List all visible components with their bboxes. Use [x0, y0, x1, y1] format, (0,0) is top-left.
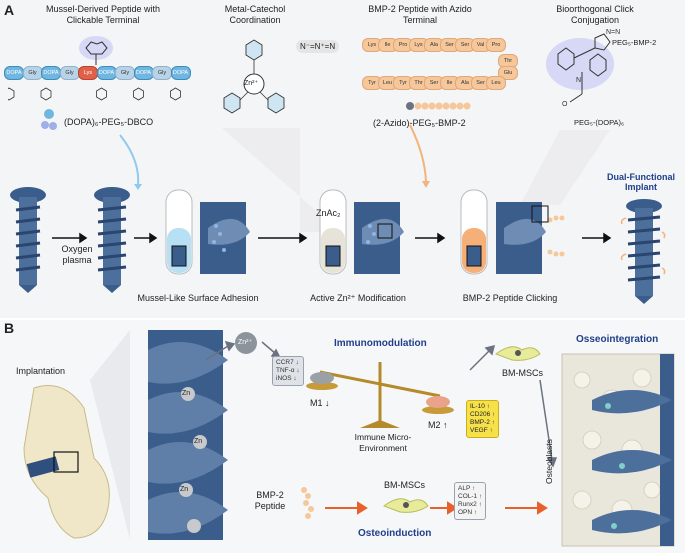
label-metal-catechol: Metal-Catechol Coordination	[224, 4, 286, 25]
osseointegration-title: Osseointegration	[576, 334, 659, 345]
svg-text:N: N	[576, 77, 581, 84]
step-label-click: BMP-2 Peptide Clicking	[462, 293, 558, 303]
tube-zinc	[319, 189, 347, 275]
step-label-adhesion: Mussel-Like Surface Adhesion	[137, 293, 259, 303]
catechol-ring-icon	[40, 87, 52, 101]
azide-label: N⁻=N⁺=N	[296, 40, 340, 53]
residue-ser: Ser	[455, 38, 475, 52]
implantation-label: Implantation	[16, 366, 66, 376]
msc-cell-top	[494, 346, 541, 361]
zn-center-label: Zn²⁺	[244, 80, 259, 87]
azido-molecule-icon	[406, 102, 471, 110]
inflammatory-markers-box: CCR7 ↓ TNF-α ↓ iNOS ↓	[272, 356, 304, 386]
thread-zoom-3	[496, 202, 565, 274]
msc-cell-bottom	[382, 498, 429, 513]
label-mussel-peptide: Mussel-Derived Peptide with Clickable Te…	[45, 4, 161, 25]
implant-cross-section	[148, 330, 228, 540]
bm-mscs-bottom-label: BM-MSCs	[384, 480, 425, 490]
funnel-arrows	[52, 124, 612, 244]
screw-plain	[10, 187, 46, 293]
marker-alp: ALP ↑	[458, 485, 476, 492]
immune-env-label: Immune Micro-Environment	[354, 432, 412, 453]
anti-inflammatory-markers-box: IL-10 ↑ CD206 ↑ BMP-2 ↑ VEGF ↑	[466, 400, 500, 438]
residue-lys: Lys	[362, 38, 382, 52]
immunomodulation-title: Immunomodulation	[334, 338, 427, 349]
dbco-ring-icon	[79, 36, 113, 65]
marker-vegf: VEGF ↑	[470, 427, 493, 434]
knee-bone-illustration	[23, 385, 110, 539]
triazole-sub2: PEG₅-(DOPA)₆	[574, 118, 625, 127]
thread-zoom-1	[200, 202, 250, 274]
balance-scale	[306, 362, 454, 428]
label-click-conjugation: Bioorthogonal Click Conjugation	[556, 4, 634, 25]
marker-runx2: Runx2 ↑	[458, 501, 482, 508]
panel-b-arrows	[90, 330, 558, 540]
mussel-molecule-icon	[41, 109, 57, 130]
marker-cd206: CD206 ↑	[470, 411, 496, 418]
residue-lys: Lys	[408, 38, 429, 52]
bmp2-peptide-label: BMP-2 Peptide	[254, 490, 286, 511]
zn-label-1: Zn	[182, 390, 191, 397]
tube-dopa	[165, 189, 193, 275]
osteo-markers-box: ALP ↑ COL-1 ↑ Runx2 ↑ OPN ↑	[454, 482, 487, 520]
catechol-ring-icon	[133, 87, 144, 101]
tube-bmp2	[460, 189, 488, 275]
marker-col1: COL-1 ↑	[458, 493, 483, 500]
residue-thr: Thr	[498, 54, 518, 68]
dual-implant-label: Dual-Functional Implant	[607, 172, 675, 192]
zn2-label: Zn²⁺	[238, 339, 253, 346]
osteoinduction-title: Osteoinduction	[358, 528, 432, 539]
screw-dual-functional	[620, 199, 666, 304]
step-label-zn: Active Zn²⁺ Modification	[310, 293, 406, 303]
marker-inos: iNOS ↓	[276, 375, 297, 382]
mussel-formula: (DOPA)₆-PEG₅-DBCO	[64, 117, 154, 127]
screw-plasma-treated	[94, 187, 130, 293]
zn-release-icon	[235, 332, 257, 354]
marker-opn: OPN ↑	[458, 509, 478, 516]
zn-label-2: Zn	[194, 438, 203, 445]
marker-ccr7: CCR7 ↓	[276, 359, 299, 366]
catechol-rows	[8, 87, 181, 101]
oxygen-plasma-label: Oxygen plasma	[61, 244, 93, 265]
residue-pro: Pro	[486, 38, 506, 52]
zn-catechol-complex	[223, 39, 285, 114]
osteoblasts-label: Osteoblasts	[544, 439, 554, 484]
marker-il10: IL-10 ↑	[470, 403, 490, 410]
svg-text:O: O	[562, 101, 568, 108]
residue-dopa: DOPA	[170, 66, 191, 80]
osseointegration-block	[561, 353, 675, 547]
catechol-ring-icon	[96, 87, 107, 101]
residue-leu: Leu	[486, 76, 506, 90]
m1-label: M1 ↓	[310, 398, 330, 408]
marker-tnf: TNF-α ↓	[276, 367, 300, 374]
panel-b-letter: B	[4, 320, 15, 336]
triazole-sub1: PEG₅-BMP-2	[612, 38, 657, 47]
residue-dopa: DOPA	[4, 66, 24, 80]
zn-label-3: Zn	[180, 486, 189, 493]
znac-label: ZnAc₂	[316, 208, 341, 218]
catechol-ring-icon	[8, 87, 15, 101]
residue-gly: Gly	[22, 66, 43, 80]
bm-mscs-top-label: BM-MSCs	[502, 368, 543, 378]
panel-a-letter: A	[4, 2, 15, 18]
marker-bmp2: BMP-2 ↑	[470, 419, 495, 426]
svg-text:N=N: N=N	[606, 29, 620, 36]
bmp2-peptide-icon	[301, 487, 314, 519]
thread-zoom-2	[354, 202, 404, 274]
m2-label: M2 ↑	[428, 420, 448, 430]
catechol-ring-icon	[170, 87, 181, 101]
azido-formula: (2-Azido)-PEG₅-BMP-2	[373, 118, 466, 128]
triazole-structure: N=N N O	[546, 29, 620, 108]
label-bmp2-azido: BMP-2 Peptide with Azido Terminal	[368, 4, 472, 25]
